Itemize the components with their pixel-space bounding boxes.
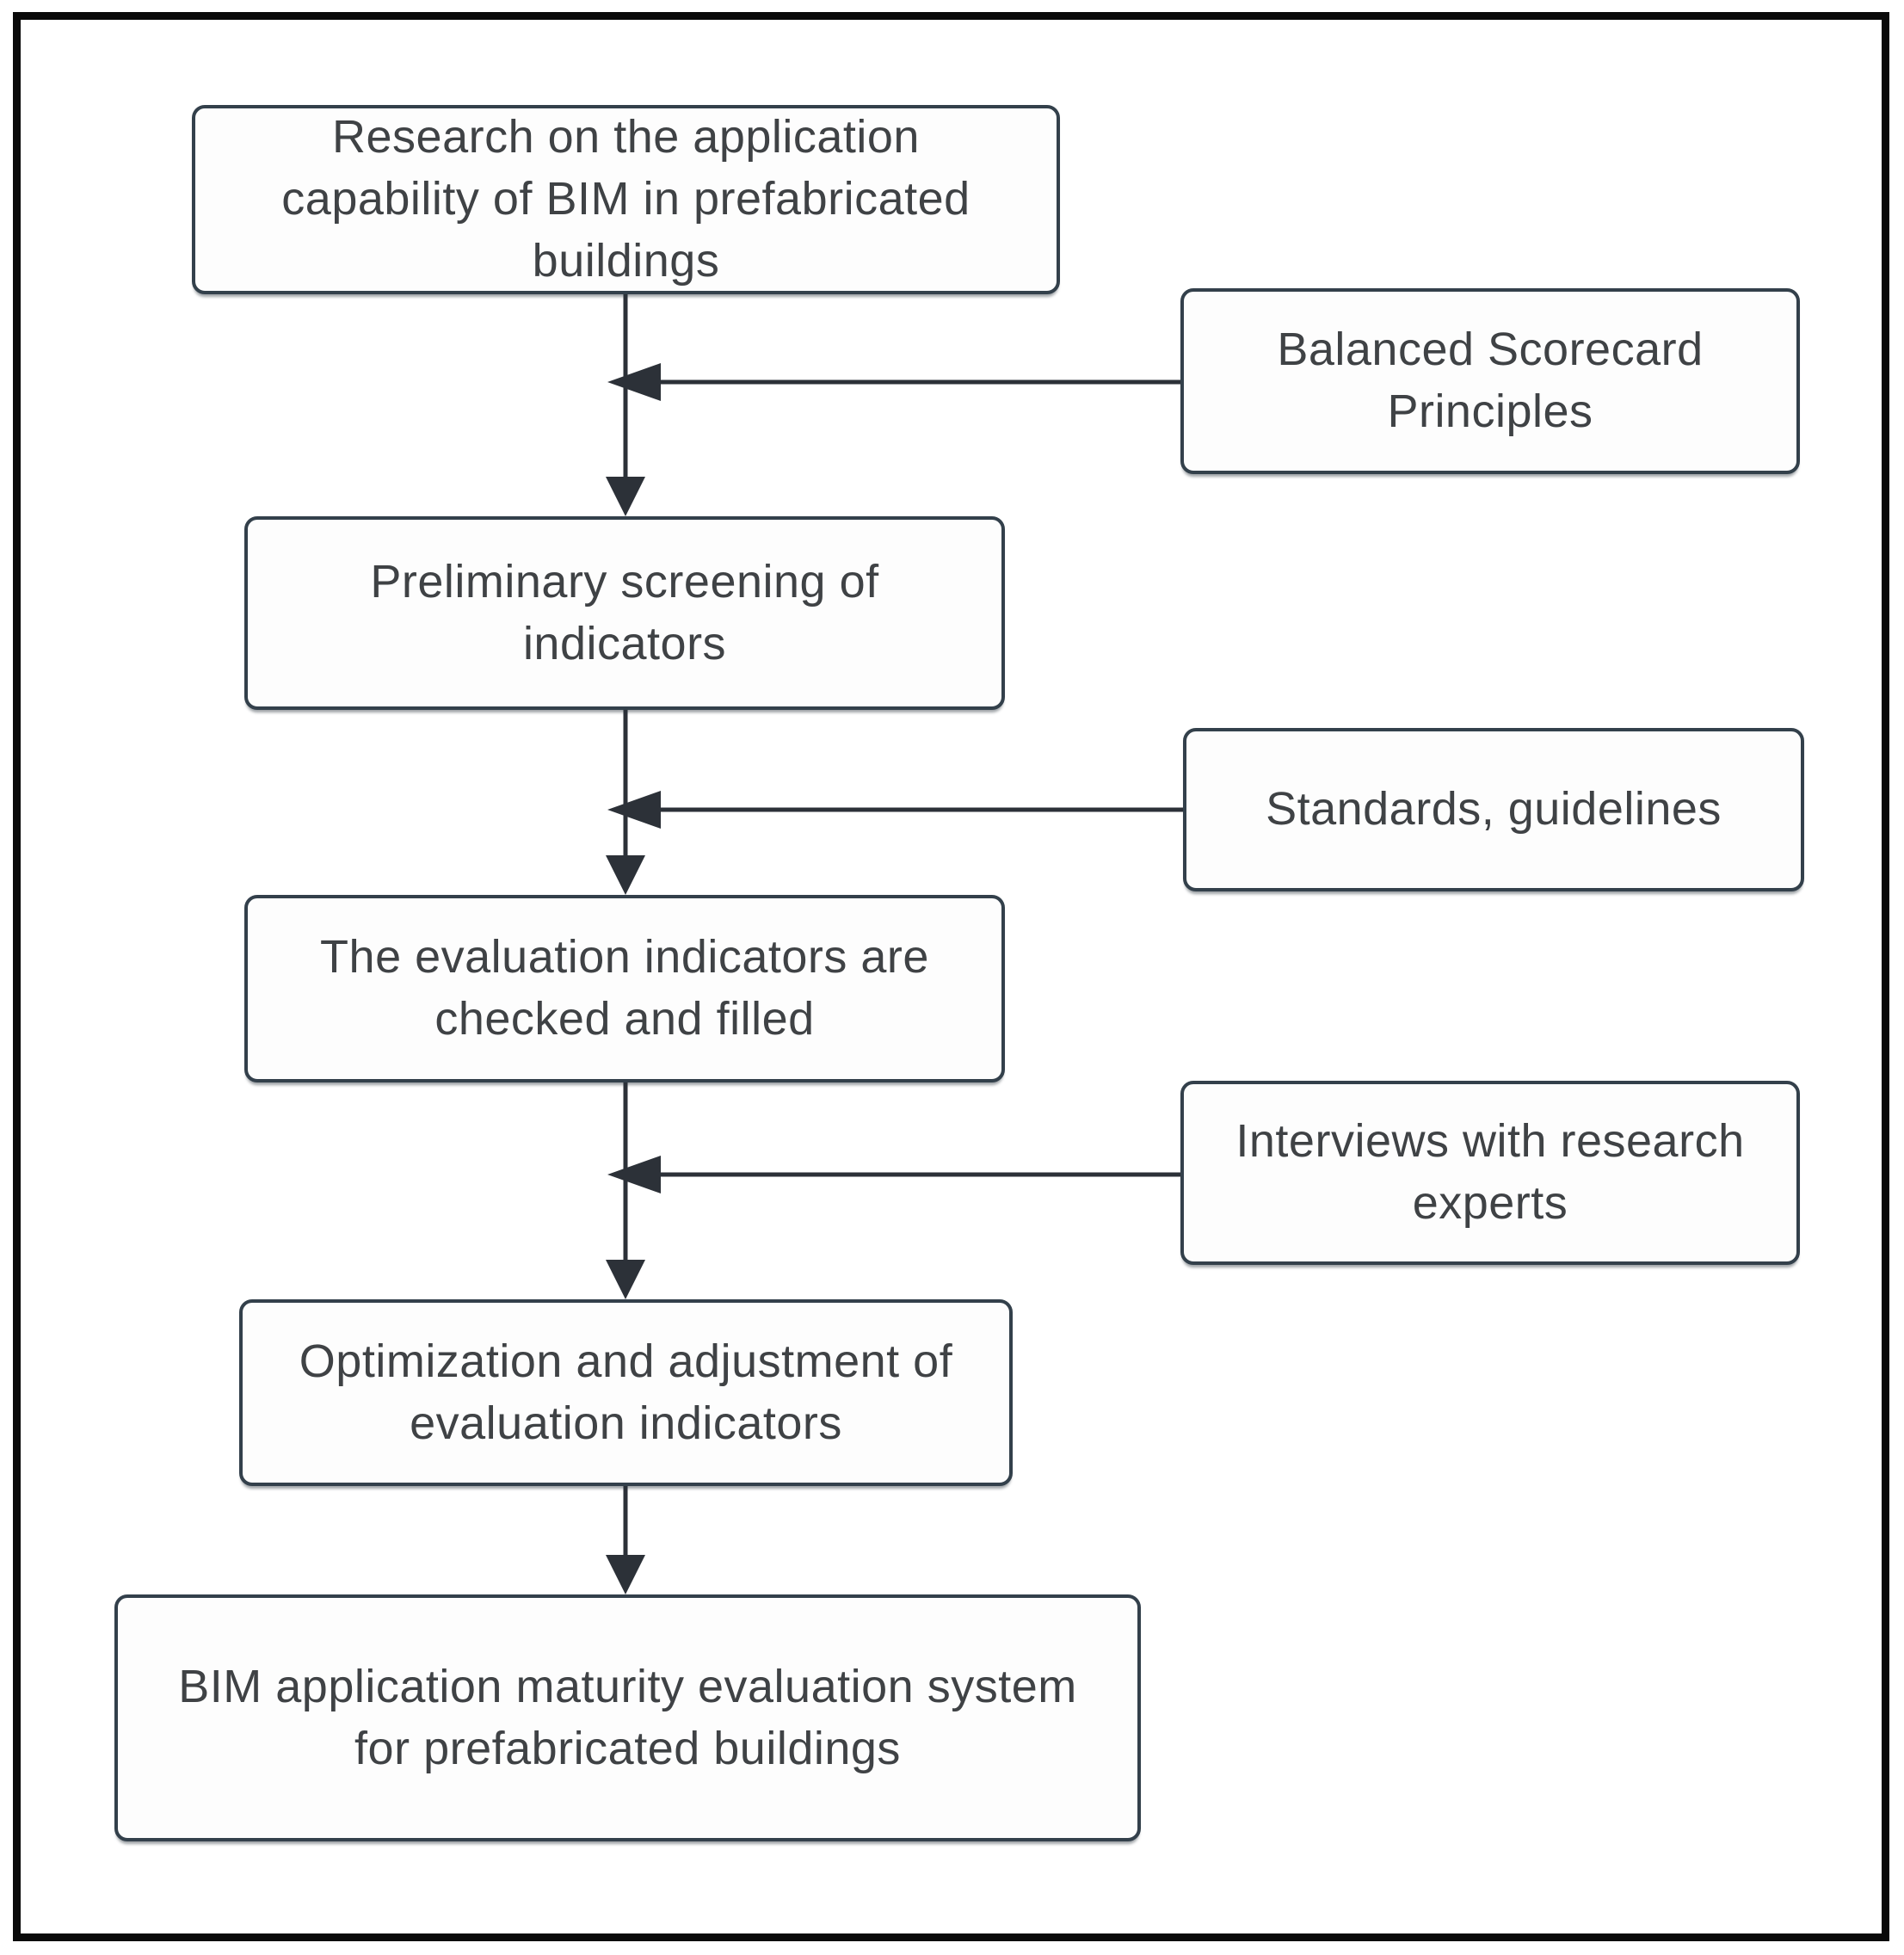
node-balanced-scorecard: Balanced Scorecard Principles xyxy=(1180,288,1800,474)
node-optimization-label: Optimization and adjustment of evaluatio… xyxy=(299,1335,953,1449)
node-standards-label: Standards, guidelines xyxy=(1266,783,1722,836)
arrow-research-to-screening xyxy=(606,294,645,516)
node-preliminary-screening: Preliminary screening of indicators xyxy=(244,516,1005,710)
arrow-bsc-into-flow xyxy=(607,363,1182,401)
node-bsc-label: Balanced Scorecard Principles xyxy=(1277,324,1704,437)
node-maturity-label: BIM application maturity evaluation syst… xyxy=(178,1660,1077,1774)
arrow-checked-to-optimization xyxy=(606,1082,645,1299)
node-optimization-adjustment: Optimization and adjustment of evaluatio… xyxy=(239,1299,1013,1486)
node-research-bim-application: Research on the application capability o… xyxy=(192,105,1060,294)
arrow-optimization-to-maturity xyxy=(606,1486,645,1594)
node-screening-label: Preliminary screening of indicators xyxy=(370,555,879,669)
node-interviews-label: Interviews with research experts xyxy=(1235,1115,1745,1229)
node-standards-guidelines: Standards, guidelines xyxy=(1183,728,1804,891)
node-research-label: Research on the application capability o… xyxy=(281,111,970,287)
arrow-standards-into-flow xyxy=(607,791,1185,829)
node-checked-label: The evaluation indicators are checked an… xyxy=(320,931,929,1045)
node-indicators-checked: The evaluation indicators are checked an… xyxy=(244,895,1005,1082)
arrow-screening-to-checked xyxy=(606,710,645,895)
node-maturity-evaluation-system: BIM application maturity evaluation syst… xyxy=(114,1594,1141,1841)
node-expert-interviews: Interviews with research experts xyxy=(1180,1081,1800,1265)
arrow-interviews-into-flow xyxy=(607,1156,1182,1193)
